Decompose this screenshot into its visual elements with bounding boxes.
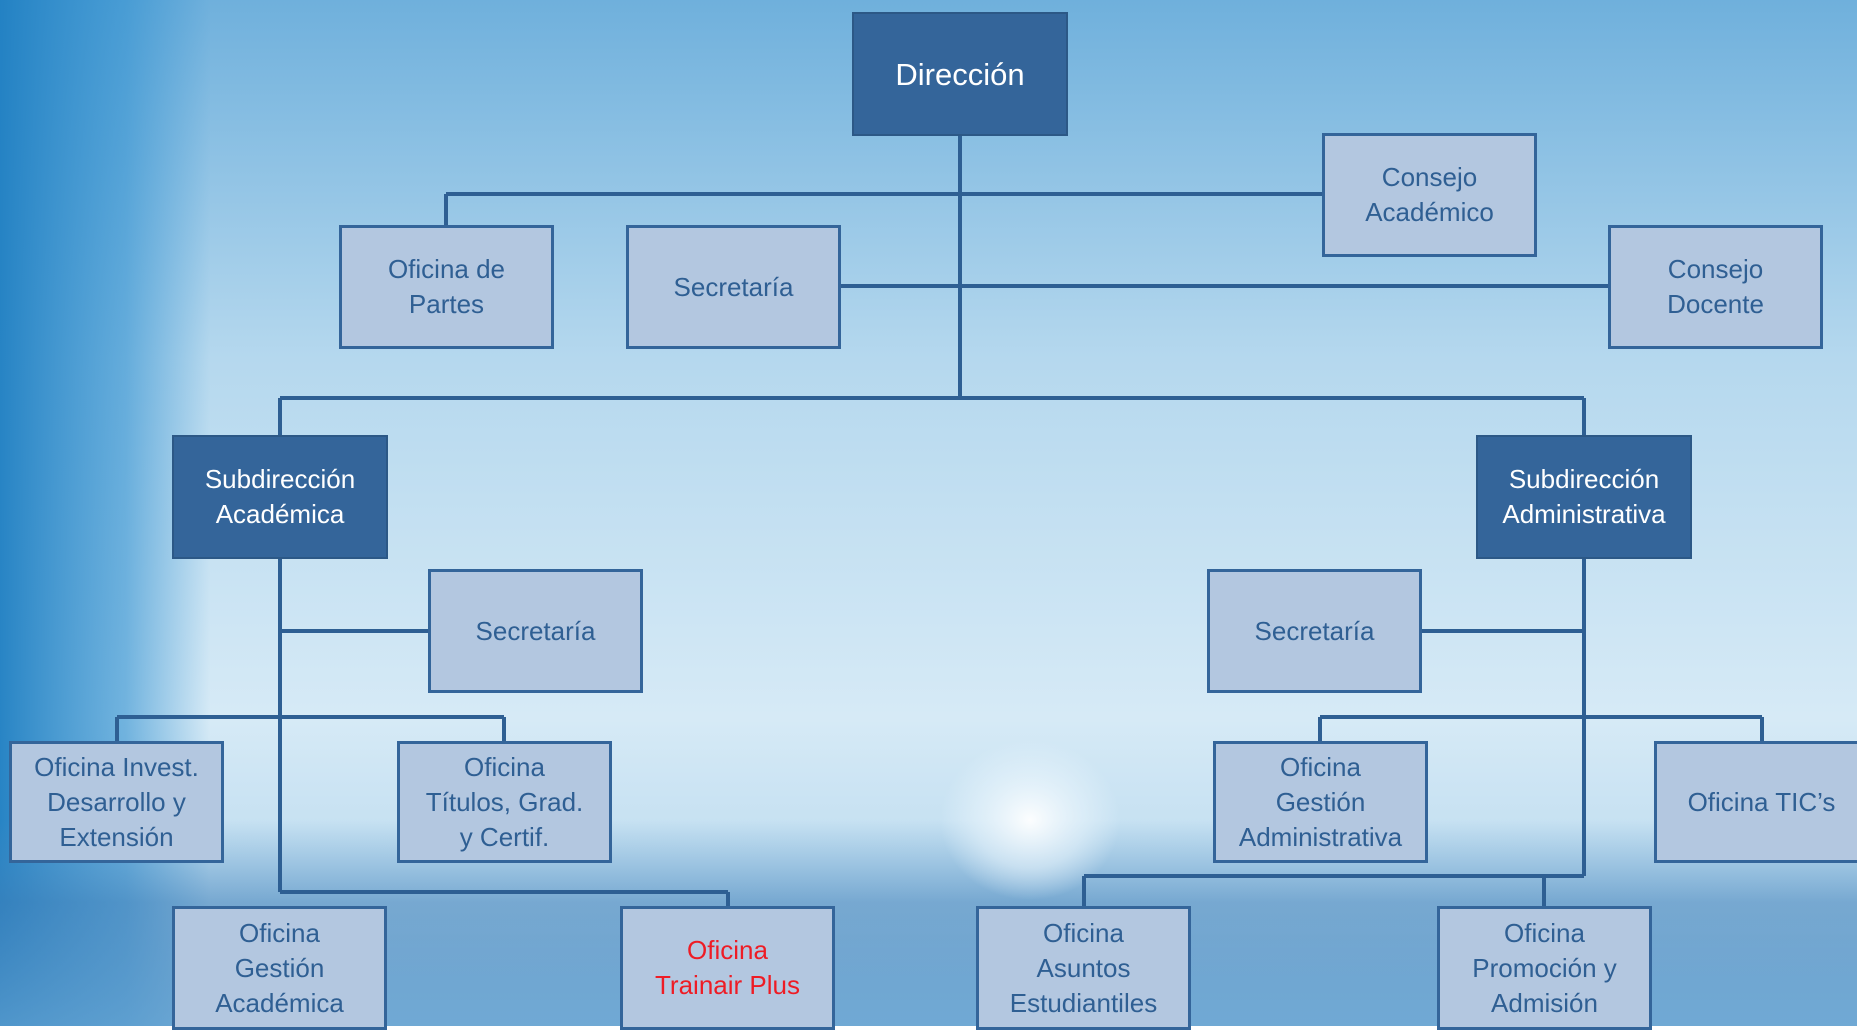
- node-oficina-de-partes: Oficina de Partes: [339, 225, 554, 349]
- node-subdireccion-administrativa: Subdirección Administrativa: [1476, 435, 1692, 559]
- node-oficina-gestion-administrativa: Oficina Gestión Administrativa: [1213, 741, 1428, 863]
- node-direccion: Dirección: [852, 12, 1068, 136]
- node-oficina-tics: Oficina TIC’s: [1654, 741, 1857, 863]
- node-consejo-academico: Consejo Académico: [1322, 133, 1537, 257]
- node-secretaria-administrativa: Secretaría: [1207, 569, 1422, 693]
- node-oficina-titulos: Oficina Títulos, Grad. y Certif.: [397, 741, 612, 863]
- node-oficina-investigacion: Oficina Invest. Desarrollo y Extensión: [9, 741, 224, 863]
- node-subdireccion-academica: Subdirección Académica: [172, 435, 388, 559]
- node-oficina-gestion-academica: Oficina Gestión Académica: [172, 906, 387, 1030]
- node-consejo-docente: Consejo Docente: [1608, 225, 1823, 349]
- node-oficina-promocion-admision: Oficina Promoción y Admisión: [1437, 906, 1652, 1030]
- node-oficina-asuntos-estudiantiles: Oficina Asuntos Estudiantiles: [976, 906, 1191, 1030]
- node-oficina-trainair-plus: Oficina Trainair Plus: [620, 906, 835, 1030]
- node-secretaria-direccion: Secretaría: [626, 225, 841, 349]
- node-secretaria-academica: Secretaría: [428, 569, 643, 693]
